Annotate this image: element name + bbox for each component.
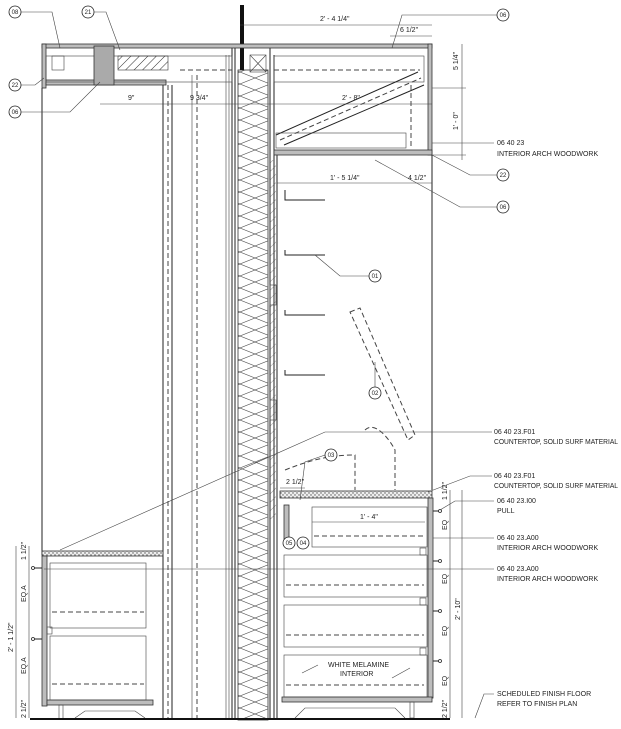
callout-04: 04 bbox=[296, 536, 310, 550]
interior-note-line1: WHITE MELAMINE bbox=[328, 662, 389, 669]
countertop bbox=[279, 490, 433, 499]
note-desc: INTERIOR ARCH WOODWORK bbox=[497, 151, 598, 158]
svg-text:06: 06 bbox=[12, 110, 19, 116]
dim-drawer-1-4: 1' - 4" bbox=[360, 514, 378, 521]
callout-22-left: 22 bbox=[8, 78, 22, 92]
note-desc: INTERIOR ARCH WOODWORK bbox=[497, 545, 598, 552]
dim-left-1-1-2: 1 1/2" bbox=[21, 541, 28, 560]
dim-left-total: 2' - 1 1/2" bbox=[8, 622, 15, 652]
svg-text:06: 06 bbox=[500, 205, 507, 211]
svg-text:22: 22 bbox=[12, 83, 19, 89]
dim-right-base: 2 1/2" bbox=[442, 699, 449, 718]
dim-right-eq: EQ bbox=[442, 573, 449, 584]
dim-top-offset: 6 1/2" bbox=[400, 27, 419, 34]
svg-text:06: 06 bbox=[500, 13, 507, 19]
svg-text:05: 05 bbox=[286, 541, 293, 547]
dim-left-eqa: EQ.A bbox=[21, 585, 28, 602]
svg-text:22: 22 bbox=[500, 173, 507, 179]
dim-top-width: 2' - 4 1/4" bbox=[320, 16, 350, 23]
note-desc: PULL bbox=[497, 508, 515, 515]
note-code: 06 40 23.F01 bbox=[494, 473, 535, 480]
note-desc: COUNTERTOP, SOLID SURF MATERIAL bbox=[494, 439, 618, 446]
note-desc: COUNTERTOP, SOLID SURF MATERIAL bbox=[494, 483, 618, 490]
svg-text:04: 04 bbox=[300, 541, 307, 547]
callout-leaders bbox=[21, 11, 497, 719]
callout-01: 01 bbox=[368, 269, 382, 283]
dim-left-base: 2 1/2" bbox=[21, 699, 28, 718]
countertop bbox=[41, 550, 164, 557]
dim-right-total: 2' - 10" bbox=[455, 598, 462, 620]
interior-note-line2: INTERIOR bbox=[340, 671, 373, 678]
blocking bbox=[93, 45, 115, 86]
dim-left-9: 9" bbox=[128, 95, 135, 102]
dim-shelf-1-5-1-4: 1' - 5 1/4" bbox=[330, 175, 360, 182]
dim-upper-h1: 5 1/4" bbox=[453, 51, 460, 70]
lower-left-cabinet bbox=[31, 550, 164, 720]
callout-21: 21 bbox=[81, 5, 95, 19]
callout-05: 05 bbox=[282, 536, 296, 550]
note-desc: INTERIOR ARCH WOODWORK bbox=[497, 576, 598, 583]
dim-upper-h2: 1' - 0" bbox=[453, 112, 460, 130]
dim-right-eq: EQ bbox=[442, 625, 449, 636]
note-desc: REFER TO FINISH PLAN bbox=[497, 701, 577, 708]
callout-03: 03 bbox=[324, 448, 338, 462]
svg-text:08: 08 bbox=[12, 10, 19, 16]
upper-cabinet bbox=[41, 43, 433, 156]
dim-right-eq: EQ bbox=[442, 675, 449, 686]
svg-text:03: 03 bbox=[328, 453, 335, 459]
hanging-rod-swing bbox=[284, 307, 416, 490]
shelf-brackets bbox=[269, 190, 325, 421]
callout-06-left: 06 bbox=[8, 105, 22, 119]
keynotes: 06 40 23 INTERIOR ARCH WOODWORK 06 40 23… bbox=[494, 140, 618, 708]
dimension-labels: 2' - 4 1/4" 6 1/2" 5 1/4" 1' - 0" 9" 9 3… bbox=[8, 16, 462, 718]
wall-section bbox=[162, 5, 278, 721]
note-code: 06 40 23.I00 bbox=[497, 498, 536, 505]
svg-text:02: 02 bbox=[372, 391, 379, 397]
dim-counter-2-1-2: 2 1/2" bbox=[286, 479, 305, 486]
dim-mid-2-8: 2' - 8" bbox=[342, 95, 360, 102]
callout-06-top-right: 06 bbox=[496, 8, 510, 22]
dim-right-eq: EQ bbox=[442, 519, 449, 530]
lower-right-cabinet bbox=[279, 490, 442, 719]
note-code: 06 40 23.A00 bbox=[497, 535, 539, 542]
note-code: 06 40 23.A00 bbox=[497, 566, 539, 573]
note-code: 06 40 23 bbox=[497, 140, 524, 147]
dim-left-9-3-4: 9 3/4" bbox=[190, 95, 209, 102]
dim-right-1-1-2: 1 1/2" bbox=[442, 481, 449, 500]
callout-06-right: 06 bbox=[496, 200, 510, 214]
note-code: SCHEDULED FINISH FLOOR bbox=[497, 691, 591, 698]
note-code: 06 40 23.F01 bbox=[494, 429, 535, 436]
callout-02: 02 bbox=[368, 386, 382, 400]
svg-text:01: 01 bbox=[372, 274, 379, 280]
callout-08-top: 08 bbox=[8, 5, 22, 19]
callout-22-right: 22 bbox=[496, 168, 510, 182]
dim-shelf-4-1-2: 4 1/2" bbox=[408, 175, 427, 182]
dimension-lines bbox=[15, 24, 466, 718]
pull-icon bbox=[433, 509, 442, 663]
svg-text:21: 21 bbox=[85, 10, 92, 16]
dim-left-eqa: EQ.A bbox=[21, 657, 28, 674]
